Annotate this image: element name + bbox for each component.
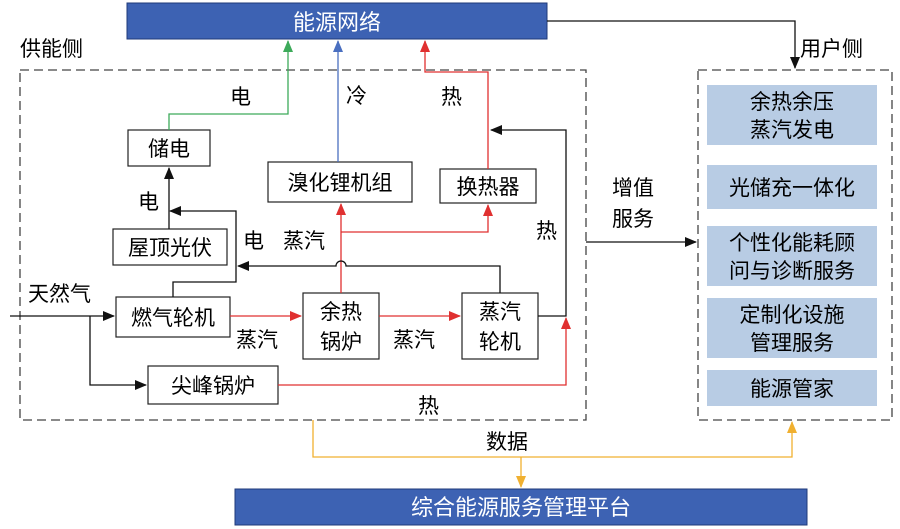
data-supply-line [312,420,521,458]
steam-label-2: 蒸汽 [393,328,435,352]
service-box-energy-butler [707,370,877,406]
pv-label: 屋顶光伏 [128,236,212,260]
steam-turbine-heat-loop [490,125,567,317]
peak-boiler-label: 尖峰锅炉 [171,374,255,398]
service-waste-heat-line1: 余热余压 [750,90,834,114]
heat-bottom-label: 热 [418,394,439,418]
heat-top-label: 热 [441,85,462,109]
value-added-line1: 增值 [612,176,654,200]
elec-top-label: 电 [230,85,251,109]
natural-gas-label: 天然气 [28,282,91,306]
cold-label: 冷 [346,84,367,108]
platform-label: 综合能源服务管理平台 [411,496,631,521]
service-facility-line1: 定制化设施 [740,303,845,327]
heat-right-label: 热 [536,219,557,243]
exchanger-to-network-arrow [420,40,489,169]
data-label: 数据 [486,430,528,454]
gas-turbine-label: 燃气轮机 [131,306,215,330]
elec-turbine-label: 电 [243,229,264,253]
service-box-pv-storage-charging [707,165,877,209]
steam-turbine-line2: 轮机 [479,330,521,354]
elec-pv-label: 电 [138,190,159,214]
peak-boiler-box [147,365,279,405]
waste-heat-boiler-line1: 余热 [320,300,362,324]
peak-boiler-heat-arrow [278,317,571,386]
user-side-title: 用户侧 [800,37,863,61]
user-side-frame [697,69,893,421]
service-box-consulting [707,226,877,286]
steam-turbine-line1: 蒸汽 [479,300,521,324]
energy-network-label: 能源网络 [293,11,381,36]
turbine-electric-line [169,206,237,297]
platform-bar [234,488,808,526]
steam-turbine-electric-line [237,260,501,293]
supply-side-title: 供能侧 [20,37,83,61]
chiller-label: 溴化锂机组 [288,171,393,195]
gas-turbine-box [115,296,231,338]
user-services: 余热余压 蒸汽发电 光储充一体化 个性化能耗顾 问与诊断服务 定制化设施 管理服… [707,85,877,406]
service-box-waste-heat [707,85,877,145]
service-box-facility-management [707,298,877,358]
steam-up-label: 蒸汽 [283,229,325,253]
storage-box [127,129,211,167]
steam-to-exchanger-arrow [341,204,493,233]
service-consulting-line2: 问与诊断服务 [729,259,855,283]
service-consulting-line1: 个性化能耗顾 [729,231,855,255]
network-to-user-arrow [547,20,800,69]
steam-turbine-box [461,292,539,360]
gas-to-peak-boiler-arrow [89,316,147,390]
service-pv-storage-charging: 光储充一体化 [729,176,855,200]
exchanger-label: 换热器 [457,175,520,199]
pv-box [112,228,228,266]
waste-heat-boiler-line2: 锅炉 [320,330,362,354]
service-energy-butler: 能源管家 [750,377,834,401]
steam-label-1: 蒸汽 [236,328,278,352]
storage-label: 储电 [148,137,190,161]
value-added-line2: 服务 [612,207,654,231]
chiller-box [267,161,413,203]
waste-heat-boiler-box [302,292,380,360]
storage-to-network-arrow [168,40,293,130]
service-facility-line2: 管理服务 [750,331,834,355]
exchanger-box [439,168,537,204]
energy-network-bar [126,2,548,40]
supply-side-frame [19,69,587,421]
service-waste-heat-line2: 蒸汽发电 [750,118,834,142]
data-user-arrow [521,421,797,458]
